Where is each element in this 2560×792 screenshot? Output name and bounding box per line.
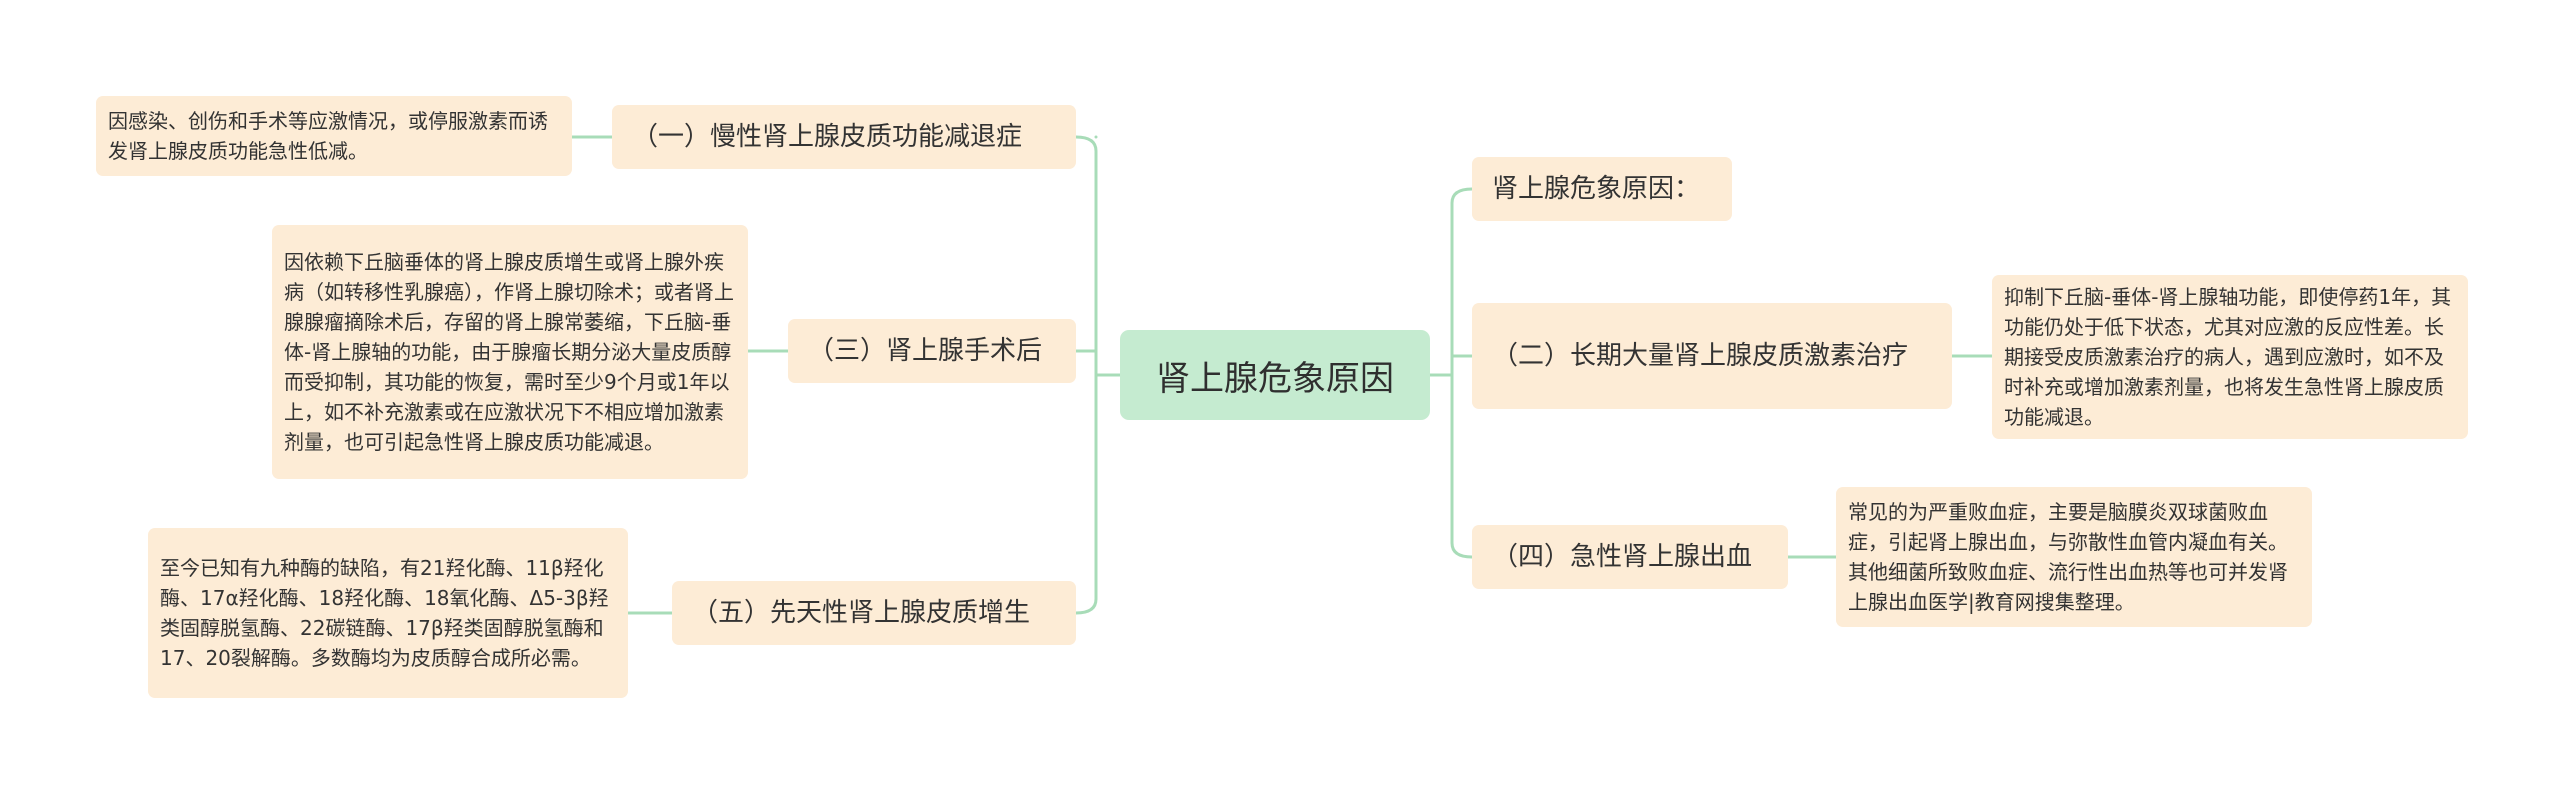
branch-congenital-adrenal-hyperplasia[interactable]: （五）先天性肾上腺皮质增生 [672, 581, 1076, 645]
branch-long-term-corticosteroid-therapy[interactable]: （二）长期大量肾上腺皮质激素治疗 [1472, 303, 1952, 409]
connector-left-spine [1074, 135, 1098, 615]
detail-long-term-corticosteroid-therapy: 抑制下丘脑-垂体-肾上腺轴功能，即使停药1年，其功能仍处于低下状态，尤其对应激的… [1992, 275, 2468, 439]
branch-acute-adrenal-hemorrhage[interactable]: （四）急性肾上腺出血 [1472, 525, 1788, 589]
branch-post-adrenal-surgery[interactable]: （三）肾上腺手术后 [788, 319, 1076, 383]
detail-congenital-adrenal-hyperplasia: 至今已知有九种酶的缺陷，有21羟化酶、11β羟化酶、17α羟化酶、18羟化酶、1… [148, 528, 628, 698]
branch-adrenal-crisis-causes[interactable]: 肾上腺危象原因： [1472, 157, 1732, 221]
detail-post-adrenal-surgery: 因依赖下丘脑垂体的肾上腺皮质增生或肾上腺外疾病（如转移性乳腺癌），作肾上腺切除术… [272, 225, 748, 479]
detail-chronic-adrenal-insufficiency: 因感染、创伤和手术等应激情况，或停服激素而诱发肾上腺皮质功能急性低减。 [96, 96, 572, 176]
branch-chronic-adrenal-insufficiency[interactable]: （一）慢性肾上腺皮质功能减退症 [612, 105, 1076, 169]
root-node[interactable]: 肾上腺危象原因 [1120, 330, 1430, 420]
connector-right-spine [1450, 187, 1474, 559]
detail-acute-adrenal-hemorrhage: 常见的为严重败血症，主要是脑膜炎双球菌败血症，引起肾上腺出血，与弥散性血管内凝血… [1836, 487, 2312, 627]
